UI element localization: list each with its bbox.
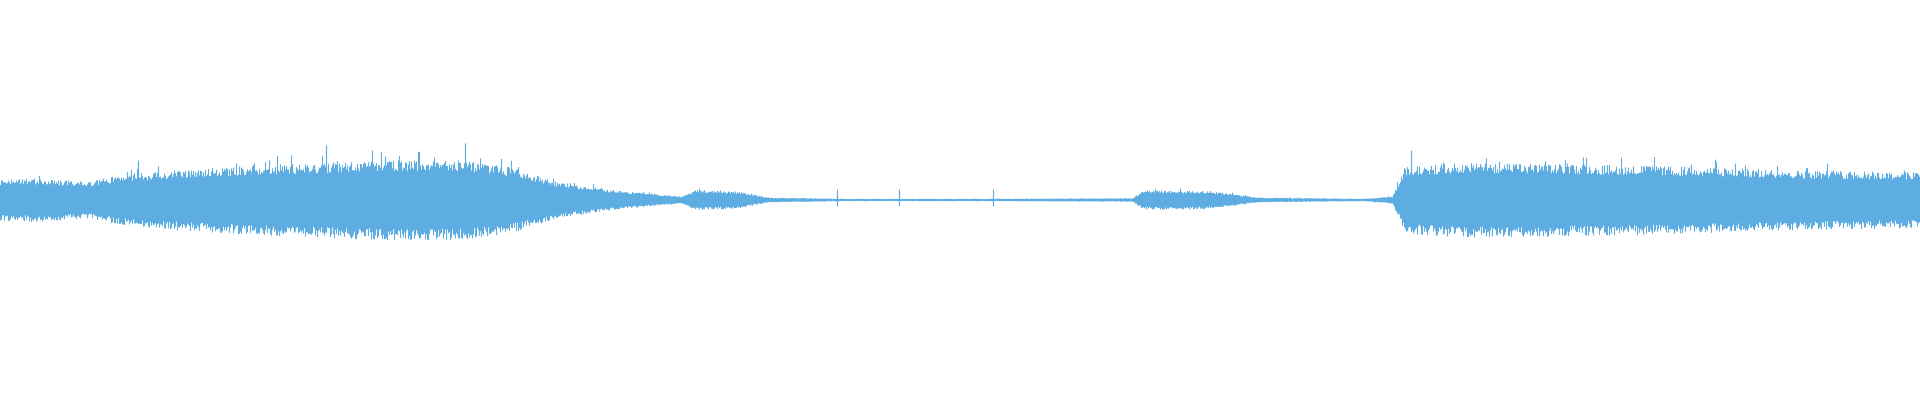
waveform-bars: [0, 143, 1920, 241]
waveform-amplitude-path: [0, 150, 1920, 241]
